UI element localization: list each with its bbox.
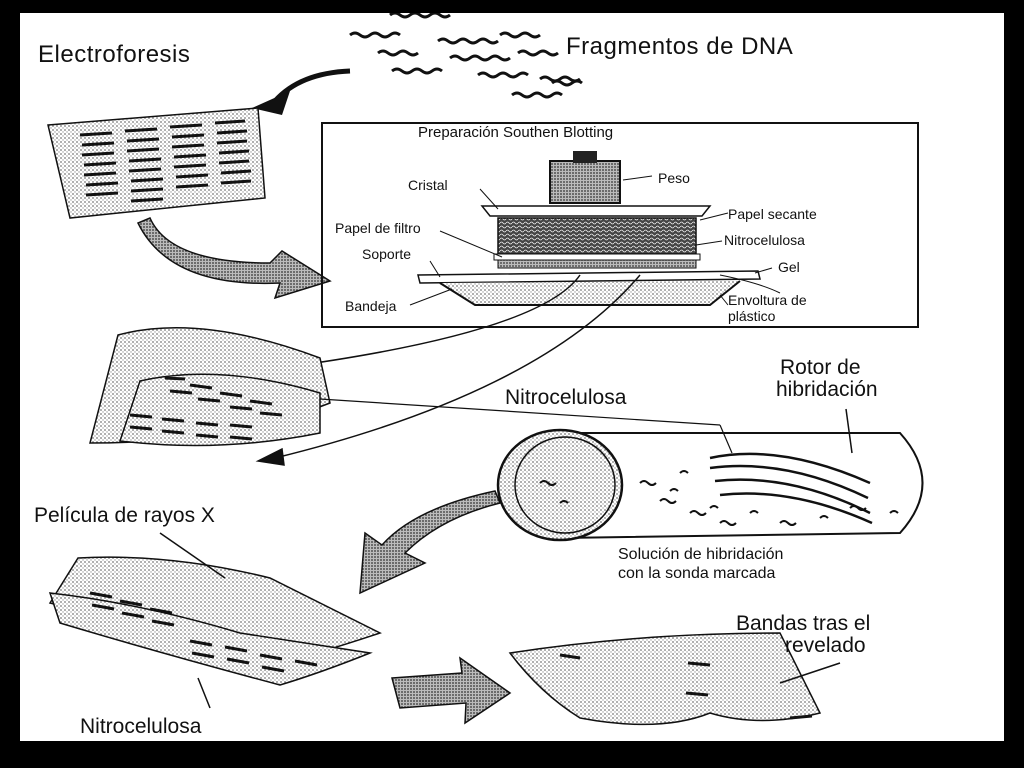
label-papel-secante: Papel secante [728,206,817,222]
label-fragmentos: Fragmentos de DNA [566,33,794,60]
label-bandas-1: Bandas tras el [736,612,871,635]
label-bandas-2: revelado [785,634,866,657]
arrow-to-gel [252,68,351,115]
arrow-to-film [359,490,502,595]
southern-blot-illustration [47,13,924,726]
label-bandeja: Bandeja [345,298,397,314]
label-rotor-1: Rotor de [780,356,861,379]
southern-blotting-box [321,122,919,328]
label-soporte: Soporte [362,246,412,262]
diagram-panel: Electroforesis Fragmentos de DNA Prepara… [20,13,1004,741]
label-pelicula: Película de rayos X [34,504,215,527]
label-nitrocelulosa-mid: Nitrocelulosa [505,386,627,409]
label-envoltura-2: plástico [728,308,776,324]
xray-film [48,532,382,709]
label-preparacion: Preparación Southen Blotting [418,124,614,141]
developed-film [508,632,841,726]
blotting-apparatus [409,151,781,306]
label-peso: Peso [658,170,690,186]
arrow-to-bands [391,656,512,725]
label-gel: Gel [778,259,800,275]
dna-fragments [349,13,583,99]
label-cristal: Cristal [408,177,448,193]
label-nitrocelulosa-box: Nitrocelulosa [724,232,805,248]
electrophoresis-gel [47,107,266,219]
label-rotor-2: hibridación [776,378,878,401]
arrow-to-blotting [136,217,332,300]
label-papel-filtro: Papel de filtro [335,220,421,236]
label-solucion-2: con la sonda marcada [618,565,776,582]
label-envoltura-1: Envoltura de [728,292,807,308]
label-nitrocelulosa-bottom: Nitrocelulosa [80,715,202,738]
nitrocellulose-membrane [89,327,721,447]
label-solucion-1: Solución de hibridación [618,546,784,563]
transfer-lines [255,274,641,466]
hybridization-rotor [496,408,924,542]
label-electroforesis: Electroforesis [38,41,191,68]
